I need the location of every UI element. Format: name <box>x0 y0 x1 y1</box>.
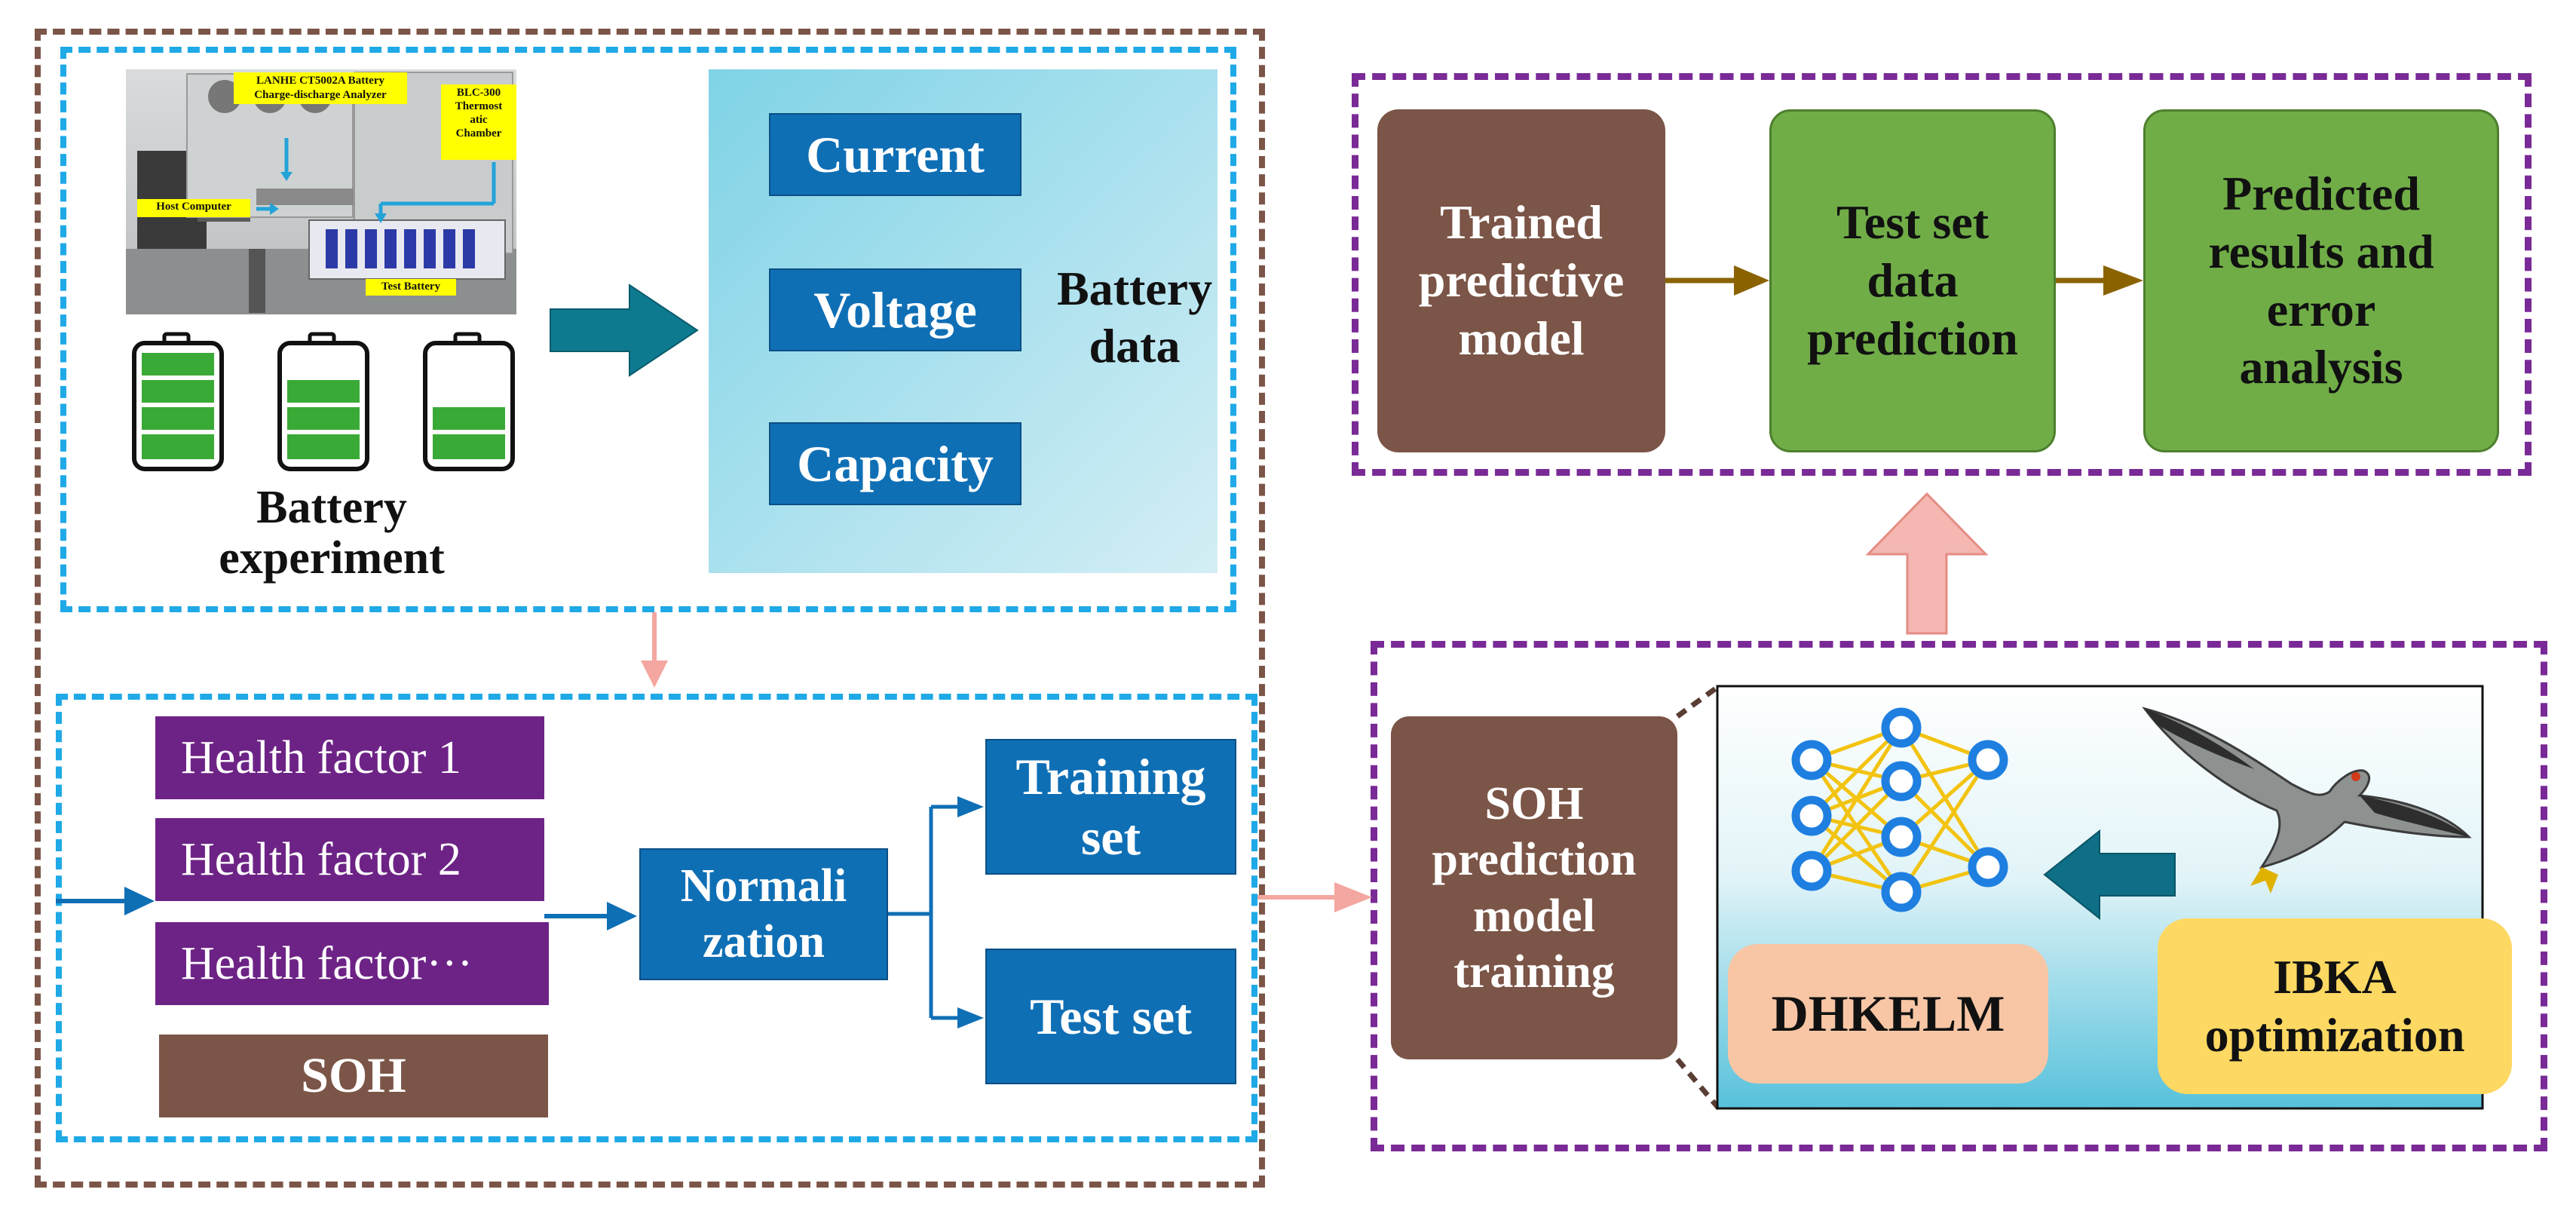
data-processing-frame <box>35 29 1265 1188</box>
battery-experiment-caption: Battery experiment <box>219 482 445 584</box>
trained-model-box: Trained predictive model <box>1377 109 1665 452</box>
health-factor-1: Health factor 1 <box>155 716 544 799</box>
health-factor-more: Health factor··· <box>155 922 549 1005</box>
host-computer-label: Host Computer <box>156 201 231 213</box>
prediction-frame <box>1352 73 2532 476</box>
battery-data-caption: Battery data <box>1056 262 1213 372</box>
training-frame <box>1371 641 2547 1151</box>
training-set-box: Training set <box>985 739 1236 875</box>
battery-medium-icon <box>277 332 369 471</box>
test-battery-label: Test Battery <box>381 280 441 293</box>
analyzer-label: LANHE CT5002A Battery Charge-discharge A… <box>254 75 387 101</box>
current-box: Current <box>769 113 1022 196</box>
voltage-box: Voltage <box>769 268 1022 351</box>
capacity-box: Capacity <box>769 422 1022 505</box>
test-set-box: Test set <box>985 949 1236 1084</box>
soh-box: SOH <box>159 1035 548 1117</box>
battery-low-icon <box>423 332 515 471</box>
battery-full-icon <box>132 332 224 471</box>
model-training-box: SOH prediction model training <box>1391 716 1677 1059</box>
normalization-box: Normali zation <box>639 848 888 980</box>
health-factor-2: Health factor 2 <box>155 818 544 901</box>
battery-data-frame <box>60 47 1236 612</box>
results-analysis-box: Predicted results and error analysis <box>2143 109 2499 452</box>
feature-extraction-frame <box>56 694 1257 1142</box>
dhkelm-box: DHKELM <box>1728 944 2048 1084</box>
test-prediction-box: Test set data prediction <box>1769 109 2056 452</box>
chamber-label: BLC-300 Thermost atic Chamber <box>455 87 503 139</box>
ibka-optimization-box: IBKA optimization <box>2158 918 2512 1094</box>
zoom-connector-top <box>1675 684 1721 719</box>
